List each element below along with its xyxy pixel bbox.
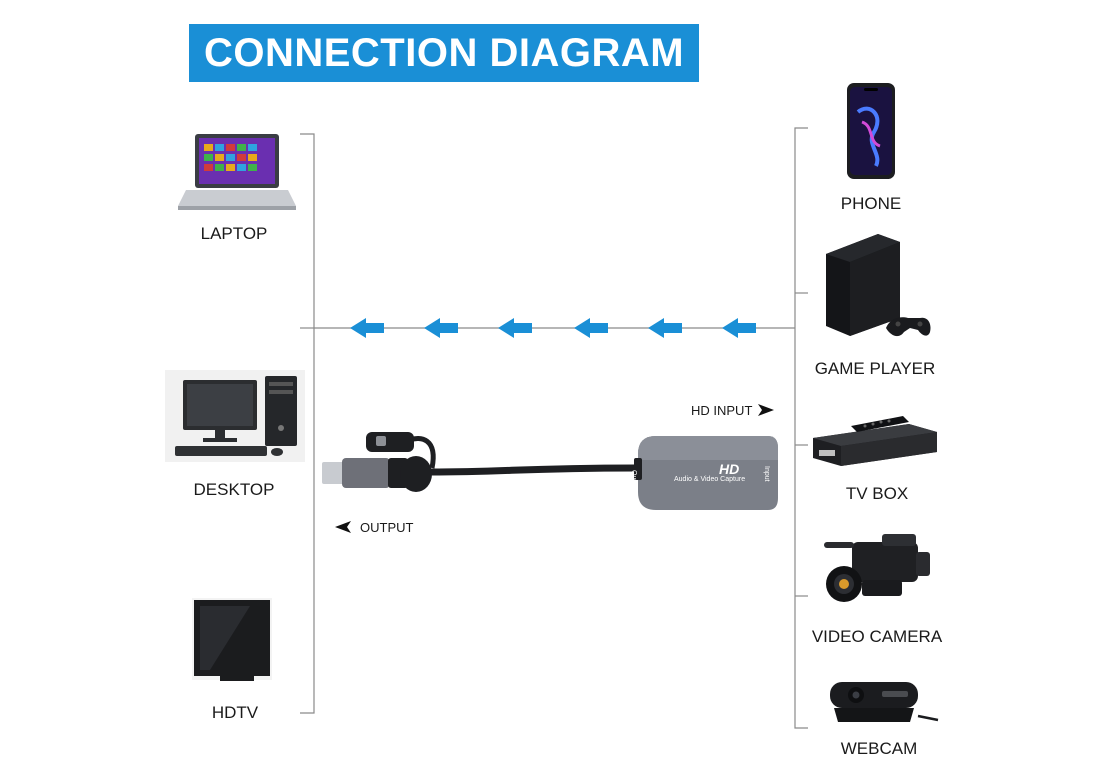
- device-label-game-player: GAME PLAYER: [814, 359, 936, 378]
- diagram-title: CONNECTION DIAGRAM: [189, 24, 699, 82]
- output-label: OUTPUT: [360, 520, 414, 535]
- desktop-icon: [165, 370, 305, 462]
- device-label-laptop: LAPTOP: [200, 224, 268, 243]
- device-label-desktop: DESKTOP: [193, 480, 275, 499]
- device-label-tv-box: TV BOX: [845, 484, 909, 503]
- device-label-video-camera: VIDEO CAMERA: [811, 627, 943, 646]
- device-label-phone: PHONE: [840, 194, 902, 213]
- capture-subtitle: Audio & Video Capture: [674, 476, 746, 483]
- tv-box-icon: [813, 416, 937, 466]
- capture-hd-logo: HD: [719, 461, 740, 477]
- flow-arrow-icon: [498, 318, 532, 338]
- flow-arrow-icon: [648, 318, 682, 338]
- webcam-icon: [830, 682, 939, 722]
- flow-arrow-icon: [574, 318, 608, 338]
- device-label-hdtv: HDTV: [211, 703, 259, 722]
- flow-arrow-icon: [350, 318, 384, 338]
- hdtv-icon: [192, 598, 272, 681]
- capture-output-port: Output: [630, 470, 637, 492]
- phone-icon: [847, 83, 895, 179]
- capture-device-icon: [322, 432, 778, 510]
- left-arrow-icon: [335, 521, 351, 533]
- flow-arrow-icon: [722, 318, 756, 338]
- game-console-icon: [826, 234, 931, 337]
- capture-input-port: Input: [763, 466, 770, 482]
- device-label-webcam: WEBCAM: [840, 739, 918, 758]
- laptop-icon: [178, 134, 296, 210]
- hd-input-label: HD INPUT: [691, 403, 753, 418]
- right-arrow-icon: [758, 404, 774, 416]
- flow-arrow-icon: [424, 318, 458, 338]
- video-camera-icon: [824, 534, 930, 602]
